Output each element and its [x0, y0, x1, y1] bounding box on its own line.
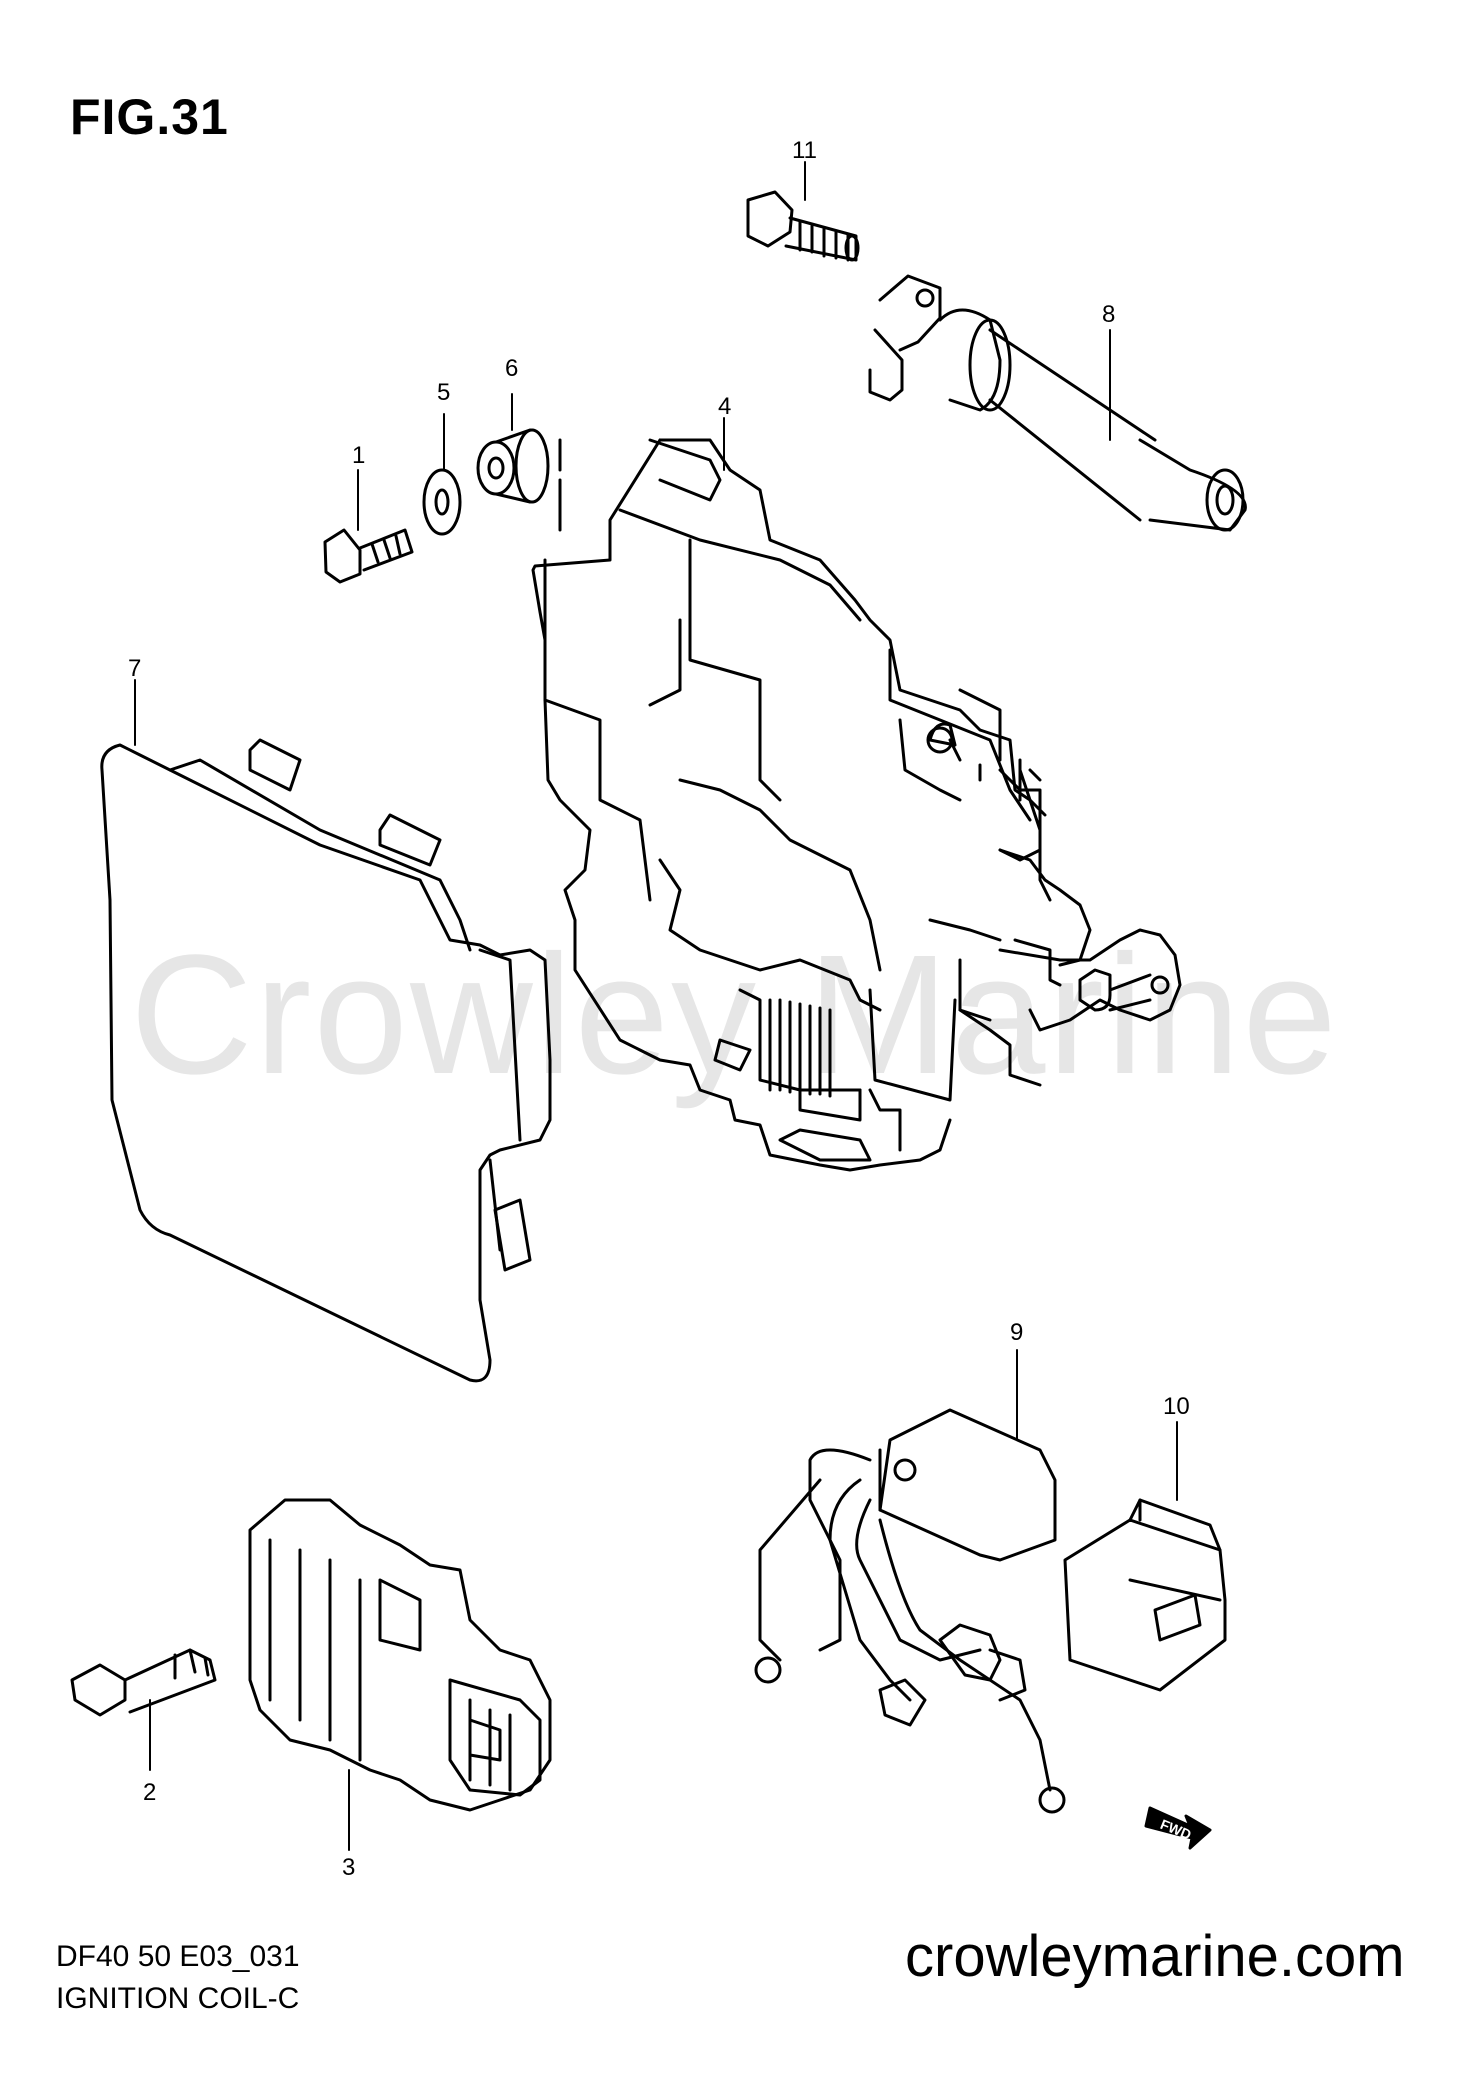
part-bolt-1	[323, 528, 414, 584]
part-bolt-11	[746, 190, 860, 262]
drawing-title: IGNITION COIL-C	[56, 1982, 300, 2015]
part-bolt-2	[70, 1648, 217, 1717]
part-washer	[422, 468, 462, 536]
callout-8: 8	[1102, 301, 1115, 328]
leader-lines	[134, 161, 1178, 1851]
callout-10: 10	[1163, 1393, 1190, 1420]
callout-7: 7	[128, 655, 141, 682]
callout-1: 1	[352, 442, 365, 469]
callout-4: 4	[718, 393, 731, 420]
callout-labels: 11 8 6 5 4 1 7 9 10 2 3	[128, 137, 1190, 1881]
callout-9: 9	[1010, 1319, 1023, 1346]
figure-title: FIG.31	[70, 89, 229, 145]
part-bracket	[531, 438, 1182, 1172]
part-ignition-coil	[868, 274, 1247, 532]
callout-3: 3	[342, 1854, 355, 1881]
callout-11: 11	[792, 137, 817, 164]
part-cover	[100, 738, 552, 1383]
callout-2: 2	[143, 1779, 156, 1806]
callout-6: 6	[505, 355, 518, 382]
part-connector-cap	[1063, 1498, 1227, 1692]
part-grommet	[476, 428, 562, 532]
part-harness-module	[754, 1408, 1066, 1814]
site-name: crowleymarine.com	[905, 1924, 1405, 1989]
fwd-arrow: FWD	[1144, 1806, 1212, 1850]
callout-5: 5	[437, 379, 450, 406]
drawing-code: DF40 50 E03_031	[56, 1940, 300, 1973]
part-rectifier	[248, 1498, 552, 1812]
